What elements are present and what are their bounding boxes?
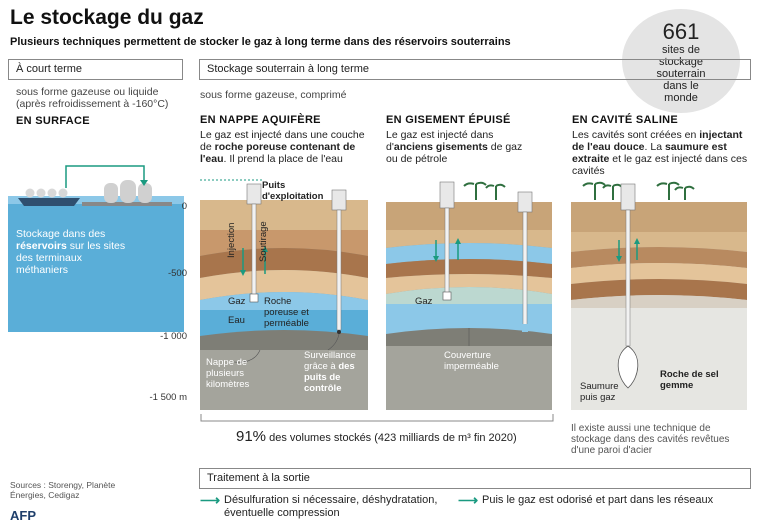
- injection-arrow-icon: [616, 256, 622, 262]
- aquifer-description: Le gaz est injecté dans une couche de ro…: [200, 129, 365, 165]
- tree-icon: [656, 181, 680, 200]
- depth-tick-0: 0: [181, 201, 187, 212]
- treatment-header: Traitement à la sortie: [199, 468, 751, 489]
- share-bracket: [200, 414, 554, 422]
- short-term-header: À court terme: [8, 59, 183, 80]
- long-term-state: sous forme gazeuse, comprimé: [200, 89, 347, 101]
- tree-icon: [582, 181, 606, 200]
- arrow-icon: [140, 180, 148, 186]
- gas-zone: [386, 287, 552, 304]
- injection-arrow-icon: [433, 256, 439, 262]
- withdrawal-arrow-icon: [634, 238, 640, 244]
- afp-logo: AFP: [10, 508, 36, 523]
- salt-rock-layer: [571, 308, 747, 410]
- sites-count: 661: [662, 19, 700, 44]
- salt-description: Les cavités sont créées en injectant de …: [572, 129, 748, 177]
- aquifer-gas-label: Gaz: [228, 296, 246, 307]
- rock-salt-label: Roche de sel gemme: [660, 369, 719, 391]
- injection-label: Injection: [226, 222, 237, 258]
- withdrawal-label: Soutirage: [258, 221, 269, 262]
- short-term-state: sous forme gazeuse ou liquide (après ref…: [16, 86, 169, 110]
- gas-zone: [200, 292, 368, 310]
- tank-icon: [120, 180, 136, 203]
- surface-section-title: EN SURFACE: [16, 115, 90, 127]
- depth-tick-500: -500: [167, 268, 187, 279]
- treatment-step-1-text: Désulfuration si nécessaire, déshydratat…: [224, 494, 438, 519]
- well-head-icon: [246, 183, 262, 205]
- tank-icon: [104, 183, 118, 203]
- monitoring-label: Surveillance grâce à des puits de contrô…: [304, 350, 356, 394]
- surface-description: Stockage dans des réservoirs sur les sit…: [16, 228, 126, 276]
- arrow-right-icon: ⟶: [200, 492, 221, 508]
- arrow-right-icon: ⟶: [458, 492, 479, 508]
- withdrawal-arrow-icon: [455, 238, 461, 244]
- porous-rock-label: Roche poreuse et perméable: [264, 296, 309, 329]
- aquifer-water-label: Eau: [228, 315, 245, 326]
- surface-storage-illustration: [8, 140, 184, 332]
- storage-share: 91% des volumes stockés (423 milliards d…: [236, 428, 517, 445]
- tree-icon: [674, 185, 695, 200]
- well-head-icon: [439, 181, 455, 209]
- aquifer-section-title: EN NAPPE AQUIFÈRE: [200, 114, 321, 126]
- sites-badge: 661 sites de stockage souterrain dans le…: [622, 9, 740, 113]
- control-well-icon: [331, 189, 347, 211]
- withdrawal-arrow-icon: [262, 246, 268, 252]
- steel-cavity-note: Il existe aussi une technique de stockag…: [571, 423, 730, 456]
- lng-tanker-icon: [18, 198, 80, 206]
- salt-cavern-cross-section: [571, 178, 747, 410]
- control-well-icon: [517, 191, 533, 213]
- caprock-label: Couverture imperméable: [444, 350, 499, 372]
- long-term-header: Stockage souterrain à long terme: [199, 59, 751, 80]
- aquifer-cross-section: [200, 178, 368, 410]
- water-layer: [200, 310, 368, 336]
- treatment-step-2-text: Puis le gaz est odorisé et part dans les…: [482, 494, 714, 506]
- depth-tick-1000: -1 000: [160, 331, 187, 342]
- page-title: Le stockage du gaz: [10, 6, 204, 29]
- sources: Sources : Storengy, Planète Énergies, Ce…: [10, 480, 116, 500]
- injection-arrow-icon: [240, 270, 246, 276]
- depleted-field-cross-section: [386, 178, 552, 410]
- sea-area: [8, 200, 184, 332]
- page-subtitle: Plusieurs techniques permettent de stock…: [10, 36, 511, 48]
- well-head-icon: [620, 183, 636, 211]
- salt-cavity: [617, 345, 639, 389]
- depleted-description: Le gaz est injecté dans d'anciens giseme…: [386, 129, 523, 165]
- tree-icon: [463, 181, 487, 200]
- tree-icon: [485, 183, 506, 200]
- depleted-section-title: EN GISEMENT ÉPUISÉ: [386, 114, 511, 126]
- tank-icon: [138, 183, 152, 203]
- depleted-gas-label: Gaz: [415, 296, 433, 307]
- aquifer-extent-label: Nappe de plusieurs kilomètres: [206, 357, 250, 390]
- storage-share-text: des volumes stockés (423 milliards de m³…: [266, 432, 517, 444]
- brine-label: Saumure puis gaz: [580, 381, 619, 403]
- operating-well-label: Puits d'exploitation: [262, 180, 324, 202]
- storage-share-percent: 91%: [236, 428, 267, 445]
- salt-section-title: EN CAVITÉ SALINE: [572, 114, 679, 126]
- depth-tick-1500: -1 500 m: [149, 392, 188, 403]
